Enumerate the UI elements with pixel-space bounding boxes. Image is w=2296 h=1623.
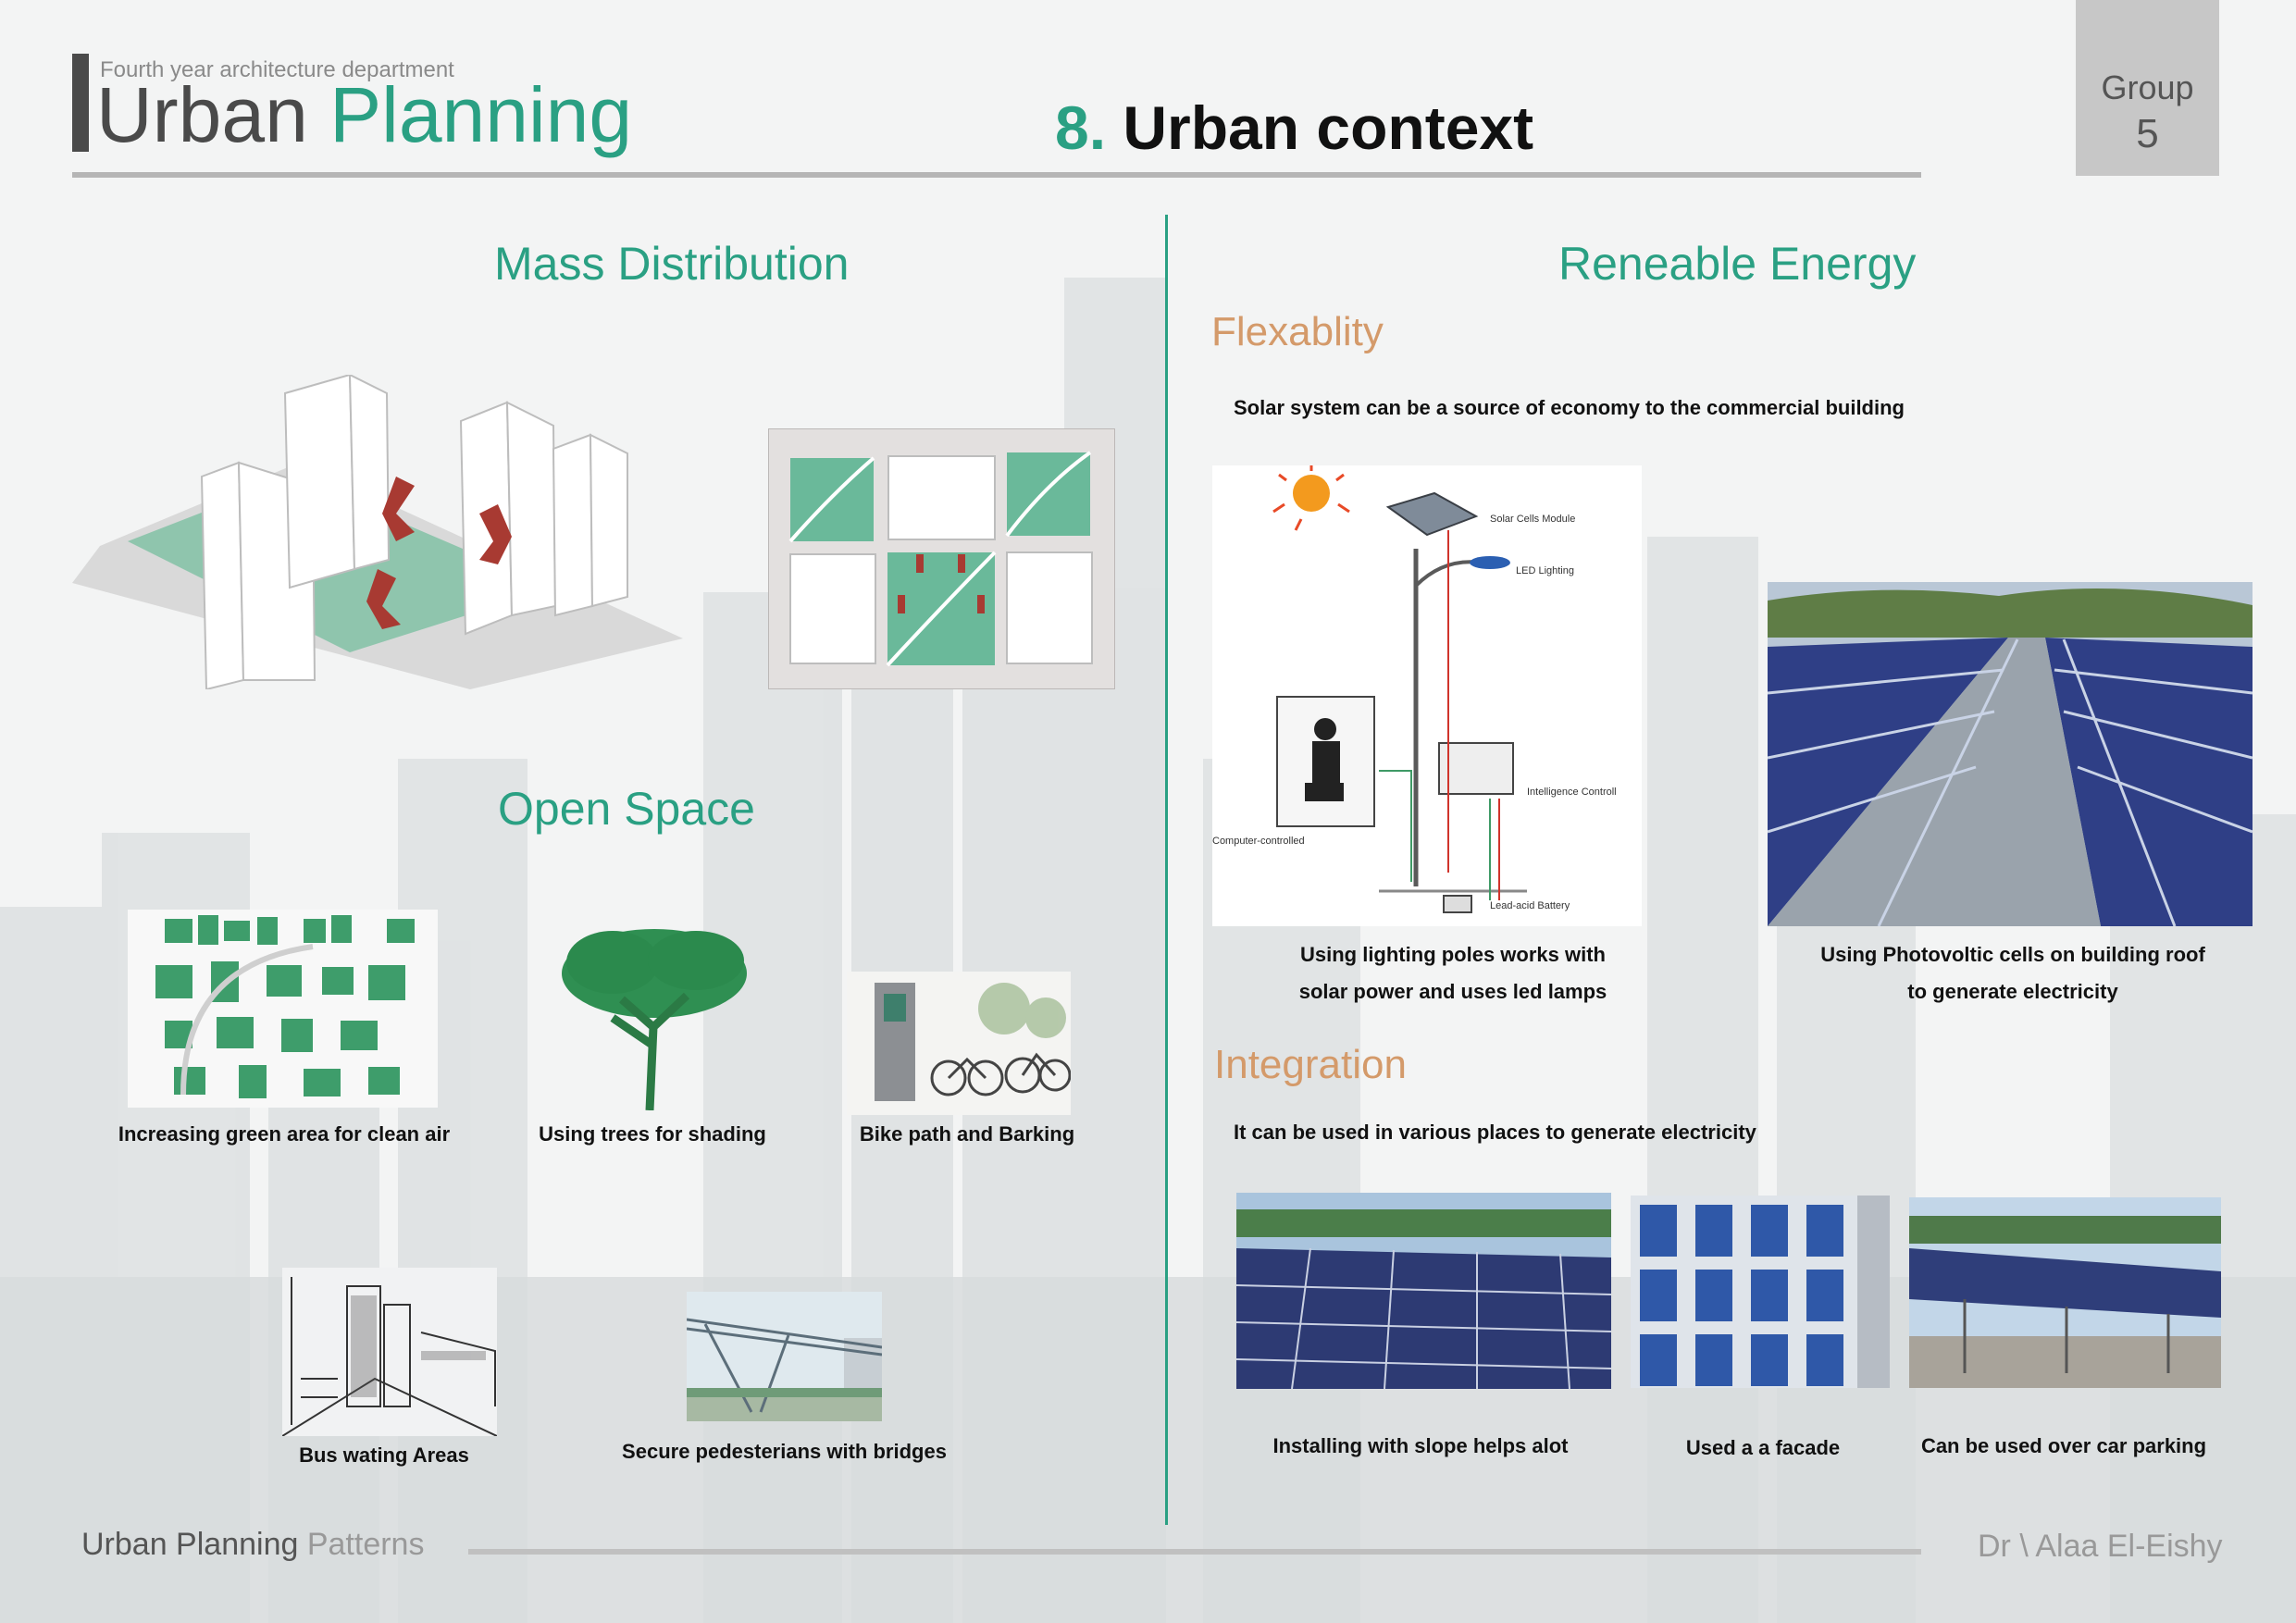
- integration-text: It can be used in various places to gene…: [1234, 1121, 1756, 1144]
- title-main: Urban: [96, 71, 308, 158]
- integration-heading: Integration: [1214, 1042, 1407, 1087]
- footer-left-main: Urban Planning: [81, 1527, 299, 1562]
- bike-sketch-image: [847, 972, 1071, 1115]
- caption-lighting-poles-line2: solar power and uses led lamps: [1298, 980, 1607, 1003]
- diagram-label-led: LED Lighting: [1516, 565, 1574, 576]
- section-title: Urban context: [1123, 93, 1534, 162]
- footer-author: Dr \ Alaa El-Eishy: [1978, 1529, 2223, 1564]
- caption-trees: Using trees for shading: [539, 1122, 766, 1146]
- diagram-label-computer: Computer-controlled: [1212, 836, 1305, 847]
- group-number: 5: [2136, 111, 2159, 156]
- footer-divider: [468, 1549, 1921, 1555]
- footer-left-lite: Patterns: [306, 1527, 425, 1562]
- section-number: 8.: [1055, 93, 1107, 162]
- mass-plan-image: [768, 428, 1115, 689]
- footer-left: Urban Planning Patterns: [81, 1527, 424, 1563]
- flexibility-text: Solar system can be a source of economy …: [1234, 396, 1905, 419]
- mass-distribution-heading: Mass Distribution: [494, 238, 850, 290]
- department-label: Fourth year architecture department: [100, 57, 454, 82]
- bus-waiting-sketch-image: [282, 1268, 497, 1436]
- caption-green-area: Increasing green area for clean air: [118, 1122, 451, 1146]
- pedestrian-bridge-image: [687, 1292, 882, 1421]
- header-accent-bar: [72, 54, 89, 152]
- green-area-plan-image: [128, 910, 438, 1108]
- mass-isometric-image: [72, 375, 683, 689]
- facade-panels-image: [1631, 1196, 1890, 1388]
- caption-pv-roof: Using Photovoltic cells on building roof…: [1777, 936, 2249, 1010]
- caption-lighting-poles-line1: Using lighting poles works with: [1299, 943, 1606, 966]
- open-space-heading: Open Space: [498, 783, 755, 835]
- flexibility-heading: Flexablity: [1211, 309, 1384, 354]
- title-accent: Planning: [329, 71, 633, 158]
- caption-pv-roof-line2: to generate electricity: [1907, 980, 2118, 1003]
- section-heading: 8. Urban context: [1055, 93, 1533, 163]
- pv-roof-image: [1768, 582, 2253, 926]
- caption-lighting-poles: Using lighting poles works with solar pow…: [1235, 936, 1670, 1010]
- diagram-label-battery: Lead-acid Battery: [1490, 900, 1570, 911]
- caption-pv-roof-line1: Using Photovoltic cells on building roof: [1820, 943, 2205, 966]
- solar-pole-diagram: Solar Cells Module LED Lighting Intellig…: [1212, 465, 1642, 926]
- tree-image: [562, 929, 747, 1110]
- renewable-energy-heading: Reneable Energy: [1558, 238, 1917, 290]
- caption-slope: Installing with slope helps alot: [1272, 1434, 1569, 1457]
- page-title: Urban Planning: [96, 76, 632, 154]
- caption-bus-waiting: Bus wating Areas: [299, 1443, 469, 1467]
- header-divider: [72, 172, 1921, 178]
- caption-bridges: Secure pedesterians with bridges: [622, 1440, 947, 1463]
- group-badge: Group 5: [2076, 0, 2219, 176]
- diagram-label-controller: Intelligence Controll: [1527, 787, 1617, 798]
- sloped-panels-image: [1236, 1193, 1611, 1389]
- caption-bike-path: Bike path and Barking: [859, 1122, 1075, 1146]
- group-label: Group: [2101, 68, 2194, 106]
- column-divider: [1165, 215, 1168, 1525]
- caption-facade: Used a a facade: [1685, 1436, 1841, 1459]
- carport-panels-image: [1909, 1197, 2221, 1388]
- caption-car-parking: Can be used over car parking: [1920, 1434, 2207, 1457]
- diagram-label-solar-module: Solar Cells Module: [1490, 514, 1576, 525]
